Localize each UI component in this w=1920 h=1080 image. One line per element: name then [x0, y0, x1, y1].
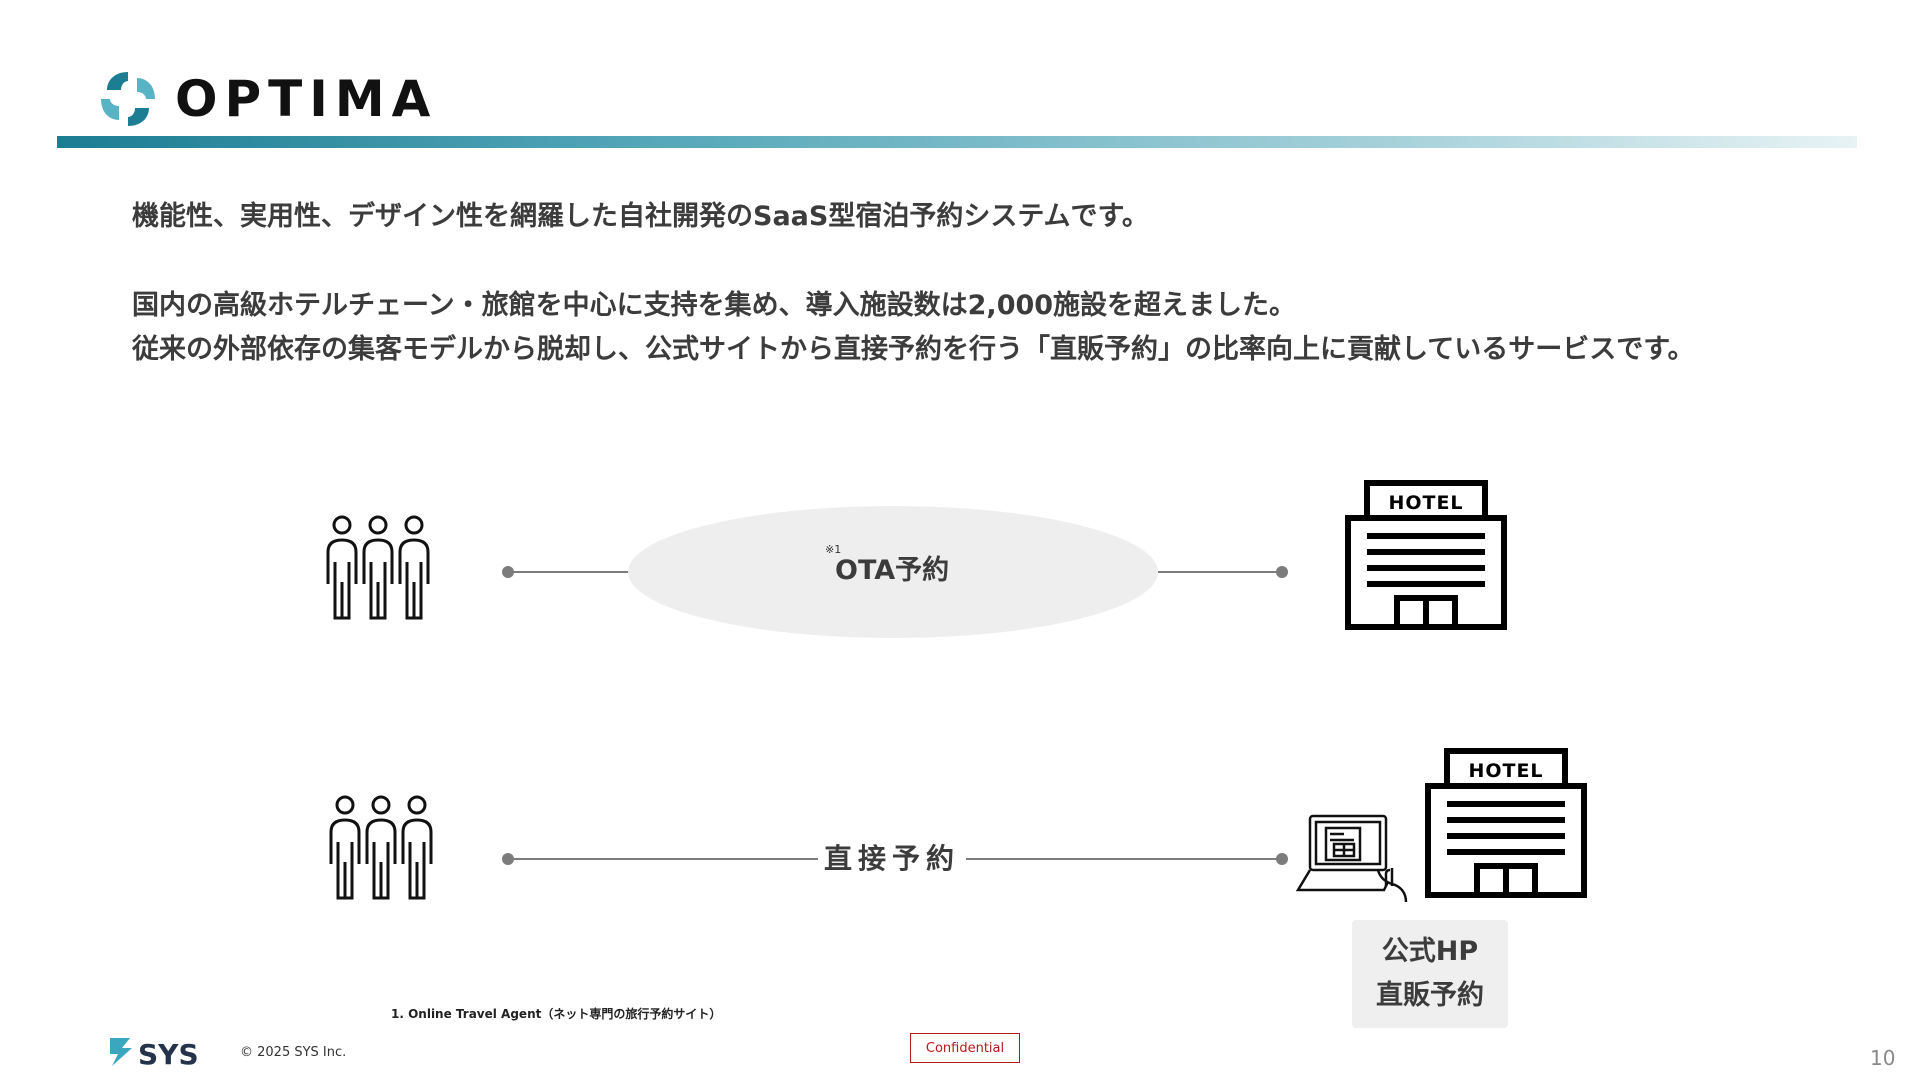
hotel-sign-text: HOTEL — [1388, 492, 1463, 514]
intro-line-2: 国内の高級ホテルチェーン・旅館を中心に支持を集め、導入施設数は2,000施設を超… — [132, 290, 1297, 321]
hotel-building-icon: HOTEL — [1425, 748, 1587, 898]
guests-group-icon — [326, 515, 430, 620]
confidential-badge: Confidential — [910, 1033, 1020, 1063]
sys-logo-text: SYS — [138, 1038, 199, 1068]
footnote: 1. Online Travel Agent（ネット専門の旅行予約サイト） — [391, 1007, 722, 1021]
guests-group-icon — [329, 795, 433, 900]
laptop-click-icon — [1296, 814, 1408, 903]
hotel-building-icon: HOTEL — [1345, 480, 1507, 630]
sys-logo-icon: SYS — [110, 1038, 199, 1068]
brand-wordmark: OPTIMA — [175, 70, 438, 128]
ota-booking-label: OTA予約 — [835, 555, 950, 586]
official-hp-box: 公式HP 直販予約 — [1352, 920, 1508, 1028]
intro-line-1: 機能性、実用性、デザイン性を網羅した自社開発のSaaS型宿泊予約システムです。 — [132, 201, 1149, 232]
connector-line — [1158, 571, 1282, 573]
header-gradient-bar — [57, 136, 1857, 148]
page-number: 10 — [1870, 1046, 1896, 1070]
ota-footnote-marker: ※1 — [825, 543, 842, 556]
intro-line-3: 従来の外部依存の集客モデルから脱却し、公式サイトから直接予約を行う「直販予約」の… — [132, 334, 1695, 365]
direct-booking-label: 直接予約 — [818, 839, 967, 879]
connector-dot — [1276, 853, 1288, 865]
confidential-text: Confidential — [925, 1040, 1005, 1056]
official-hp-line-1: 公式HP — [1381, 936, 1479, 967]
official-hp-line-2: 直販予約 — [1376, 980, 1484, 1011]
connector-dot — [1276, 566, 1288, 578]
ota-ellipse — [628, 506, 1158, 638]
copyright: © 2025 SYS Inc. — [240, 1045, 347, 1060]
connector-line — [508, 571, 630, 573]
hotel-sign-text: HOTEL — [1468, 760, 1543, 782]
optima-logo-icon — [101, 72, 155, 126]
